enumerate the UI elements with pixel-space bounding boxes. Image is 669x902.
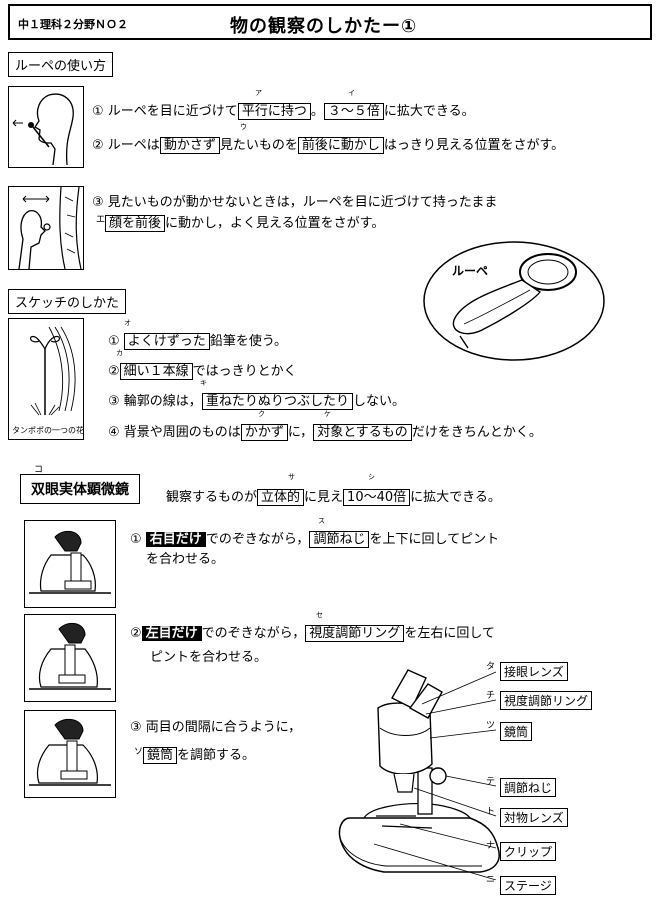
loupe-line-1: ① ルーペを目に近づけて平行に持つ。３～５倍に拡大できる。 bbox=[92, 103, 475, 120]
loupe-illustration bbox=[423, 241, 605, 361]
answer-box-se: 視度調節リング bbox=[305, 625, 405, 642]
eyepiece-left bbox=[391, 669, 427, 709]
part-label-adjust-screw: 調節ねじ bbox=[500, 778, 557, 797]
answer-box-sa: 立体的 bbox=[257, 489, 305, 506]
person-using-microscope-icon bbox=[29, 530, 111, 594]
right-eye-only-label: 右目だけ bbox=[145, 532, 206, 547]
microscope-base bbox=[338, 817, 500, 873]
page-header: 中１理科２分野ＮＯ２ 物の観察のしかたー① bbox=[8, 4, 652, 40]
loupe-line-4: エ顔を前後に動かし，よく見える位置をさがす。 bbox=[96, 215, 385, 232]
microscope-body bbox=[377, 702, 433, 775]
person-with-loupe-icon bbox=[12, 93, 74, 166]
step2-left-eye-illustration bbox=[24, 614, 116, 702]
dandelion-sketch-illustration: タンポポの一つの花 bbox=[8, 318, 84, 440]
part-label-objective: 対物レンズ bbox=[500, 808, 568, 827]
answer-box-2: 前後に動かし bbox=[297, 137, 384, 154]
loupe-line-2: ② ルーペは動かさず見たいものを前後に動かしはっきり見える位置をさがす。 bbox=[92, 137, 565, 154]
step3-both-eyes-illustration bbox=[24, 710, 116, 798]
section-heading-sketch: スケッチのしかた bbox=[8, 289, 127, 314]
stereo-step-3-cont: ソ鏡筒を調節する。 bbox=[134, 747, 256, 764]
stereo-step-2-cont: ピントを合わせる。 bbox=[150, 650, 268, 665]
objective-lens bbox=[393, 773, 415, 793]
loupe-person-illustration bbox=[8, 86, 84, 168]
loupe-cover bbox=[452, 279, 542, 335]
answer-box-o: よくけずった bbox=[123, 333, 210, 350]
adjustment-knob bbox=[429, 767, 447, 785]
eyepiece-right bbox=[408, 683, 443, 719]
answer-box-so: 鏡筒 bbox=[143, 747, 178, 764]
loupe-tree-illustration bbox=[8, 186, 84, 270]
part-label-clip: クリップ bbox=[500, 842, 557, 861]
answer-box-ki: 重ねたりぬりつぶしたり bbox=[201, 393, 353, 410]
loupe-illustration-label: ルーペ bbox=[452, 264, 489, 278]
part-label-tube: 鏡筒 bbox=[500, 722, 533, 741]
answer-box-shi: 10～40倍 bbox=[343, 489, 411, 506]
sketch-line-4: ④ 背景や周囲のものはかかずに，対象とするものだけをきちんとかく。 bbox=[108, 424, 542, 441]
stereo-step-1: ① 右目だけでのぞきながら，調節ねじを上下に回してピント bbox=[130, 531, 500, 548]
person-using-microscope-icon bbox=[29, 622, 111, 690]
page-title: 物の観察のしかたー① bbox=[230, 16, 418, 37]
section-heading-stereo: 双眼実体顕微鏡 bbox=[20, 474, 140, 504]
person-looking-at-tree-icon bbox=[18, 187, 82, 269]
part-label-eyepiece: 接眼レンズ bbox=[500, 662, 568, 681]
part-label-diopter-ring: 視度調節リング bbox=[500, 691, 593, 710]
worksheet-code: 中１理科２分野ＮＯ２ bbox=[18, 18, 128, 31]
microscope-clip bbox=[376, 815, 433, 829]
answer-box-su: 調節ねじ bbox=[309, 531, 370, 548]
step1-right-eye-illustration bbox=[24, 520, 116, 608]
sketch-line-1: ① よくけずった鉛筆を使う。 bbox=[108, 333, 288, 350]
answer-box-i: ３～５倍 bbox=[323, 103, 384, 120]
stereo-microscope-illustration bbox=[338, 669, 500, 880]
stereo-step-3: ③ 両目の間隔に合うように， bbox=[130, 720, 302, 735]
dandelion-flower-icon bbox=[30, 326, 76, 416]
stereo-mark: コ bbox=[34, 465, 44, 475]
person-using-microscope-icon bbox=[29, 718, 111, 786]
section-heading-loupe: ルーペの使い方 bbox=[8, 52, 114, 77]
answer-box-u: 動かさず bbox=[159, 137, 220, 154]
stereo-step-1-cont: を合わせる。 bbox=[146, 552, 225, 567]
answer-box-ke: 対象とするもの bbox=[313, 424, 412, 441]
dandelion-caption: タンポポの一つの花 bbox=[12, 426, 84, 435]
left-eye-only-label: 左目だけ bbox=[141, 626, 202, 641]
loupe-line-3: ③ 見たいものが動かせないときは，ルーペを目に近づけて持ったまま bbox=[92, 195, 498, 210]
answer-box-ka: 細い１本線 bbox=[119, 363, 193, 380]
sketch-line-3: ③ 輪郭の線は，重ねたりぬりつぶしたりしない。 bbox=[108, 393, 405, 410]
answer-box-a: 平行に持つ bbox=[237, 103, 311, 120]
answer-box-ku: かかず bbox=[240, 424, 288, 441]
answer-box-e: 顔を前後 bbox=[105, 215, 166, 232]
part-label-stage: ステージ bbox=[500, 876, 556, 895]
